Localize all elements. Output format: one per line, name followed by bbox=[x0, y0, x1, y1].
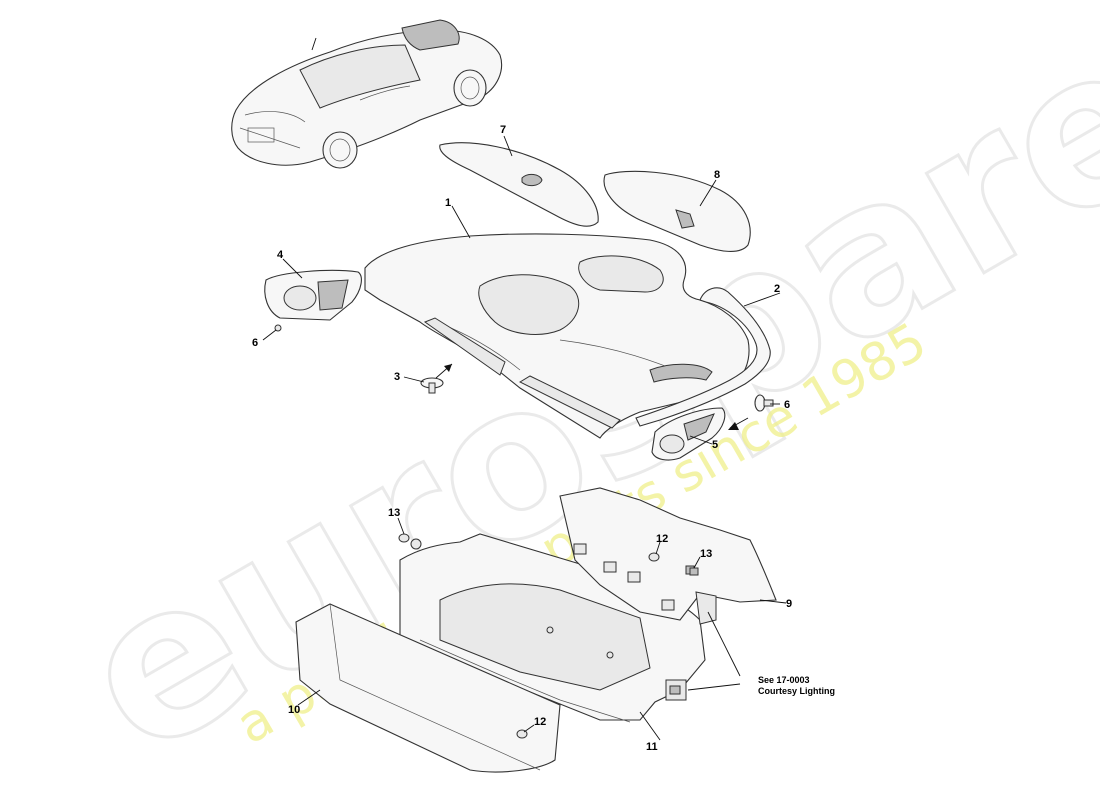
part-4-vent-bezel bbox=[264, 269, 362, 321]
callout-7: 7 bbox=[500, 124, 506, 136]
fastener-13-right bbox=[689, 567, 699, 576]
callout-12-upper: 12 bbox=[656, 533, 668, 545]
reference-note: See 17-0003 Courtesy Lighting bbox=[758, 675, 835, 696]
car-thumbnail bbox=[231, 19, 503, 169]
reference-note-line2: Courtesy Lighting bbox=[758, 686, 835, 696]
part-5-vent-bezel bbox=[651, 407, 726, 461]
callout-3: 3 bbox=[394, 371, 400, 383]
leader-lines bbox=[262, 135, 787, 741]
callout-10: 10 bbox=[288, 704, 300, 716]
callout-6-left: 6 bbox=[252, 337, 258, 349]
fastener-6-right bbox=[754, 394, 774, 412]
callout-8: 8 bbox=[714, 169, 720, 181]
callout-labels: 1 2 3 4 5 6 6 7 8 9 10 11 12 12 13 13 bbox=[252, 124, 792, 753]
courtesy-light-unit bbox=[665, 679, 687, 701]
assembly-arrows bbox=[435, 363, 749, 430]
callout-11: 11 bbox=[646, 741, 658, 753]
callout-1: 1 bbox=[445, 197, 451, 209]
callout-6-right: 6 bbox=[784, 399, 790, 411]
reference-note-line1: See 17-0003 bbox=[758, 675, 810, 685]
callout-12-lower: 12 bbox=[534, 716, 546, 728]
fastener-13-left bbox=[398, 533, 410, 543]
part-7-trim-panel bbox=[439, 142, 599, 227]
callout-9: 9 bbox=[786, 598, 792, 610]
part-2-trim-strip bbox=[635, 287, 771, 427]
callout-13-left: 13 bbox=[388, 507, 400, 519]
callout-5: 5 bbox=[712, 439, 718, 451]
fastener-12-upper bbox=[648, 552, 660, 562]
part-1-main-carpet bbox=[364, 233, 750, 439]
part-10-side-panel bbox=[295, 603, 561, 773]
callout-4: 4 bbox=[277, 249, 284, 261]
callout-13-right: 13 bbox=[700, 548, 712, 560]
callout-2: 2 bbox=[774, 283, 780, 295]
fastener-6-left bbox=[274, 324, 282, 332]
part-8-side-panel bbox=[603, 170, 751, 252]
fastener-3 bbox=[420, 377, 444, 394]
